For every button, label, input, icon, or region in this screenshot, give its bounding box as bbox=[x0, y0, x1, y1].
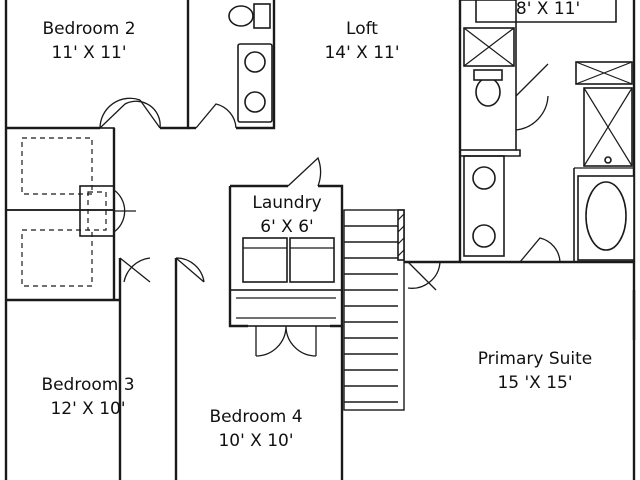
toilet-icon bbox=[228, 5, 254, 27]
primary-suite-name: Primary Suite bbox=[478, 349, 593, 369]
staircase bbox=[340, 209, 405, 480]
toilet-tank bbox=[473, 69, 503, 81]
dryer bbox=[289, 237, 335, 283]
primary-suite-size: 15 'X 15' bbox=[497, 373, 572, 393]
stair-treads bbox=[344, 225, 398, 403]
bathtub-basin bbox=[585, 181, 627, 251]
washer bbox=[242, 237, 288, 283]
hall-bath bbox=[188, 0, 276, 130]
loft-name: Loft bbox=[346, 19, 378, 39]
stair-rail bbox=[397, 209, 405, 261]
hall-doors bbox=[118, 257, 205, 480]
toilet-tank bbox=[253, 3, 271, 29]
room-labels: Bedroom 2 11' X 11' Loft 14' X 11' 8' X … bbox=[41, 0, 592, 451]
sink-icon bbox=[244, 51, 266, 73]
toilet-icon bbox=[475, 77, 501, 107]
bedroom4-size: 10' X 10' bbox=[218, 431, 293, 451]
left-closets bbox=[5, 127, 136, 302]
shower-drain bbox=[604, 156, 612, 164]
laundry-room bbox=[228, 156, 344, 357]
bedroom2-size: 11' X 11' bbox=[51, 43, 126, 63]
laundry-size: 6' X 6' bbox=[260, 217, 313, 237]
top-right-size: 8' X 11' bbox=[516, 0, 580, 19]
sink-icon bbox=[472, 224, 496, 248]
bedroom4-name: Bedroom 4 bbox=[209, 407, 302, 427]
bedroom3-name: Bedroom 3 bbox=[41, 375, 134, 395]
stair-outline bbox=[343, 209, 405, 411]
sink-icon bbox=[244, 91, 266, 113]
laundry-name: Laundry bbox=[252, 193, 321, 213]
bedroom3-size: 12' X 10' bbox=[50, 399, 125, 419]
bedroom2-name: Bedroom 2 bbox=[42, 19, 135, 39]
primary-bath bbox=[404, 0, 635, 291]
sink-icon bbox=[472, 166, 496, 190]
loft-size: 14' X 11' bbox=[324, 43, 399, 63]
